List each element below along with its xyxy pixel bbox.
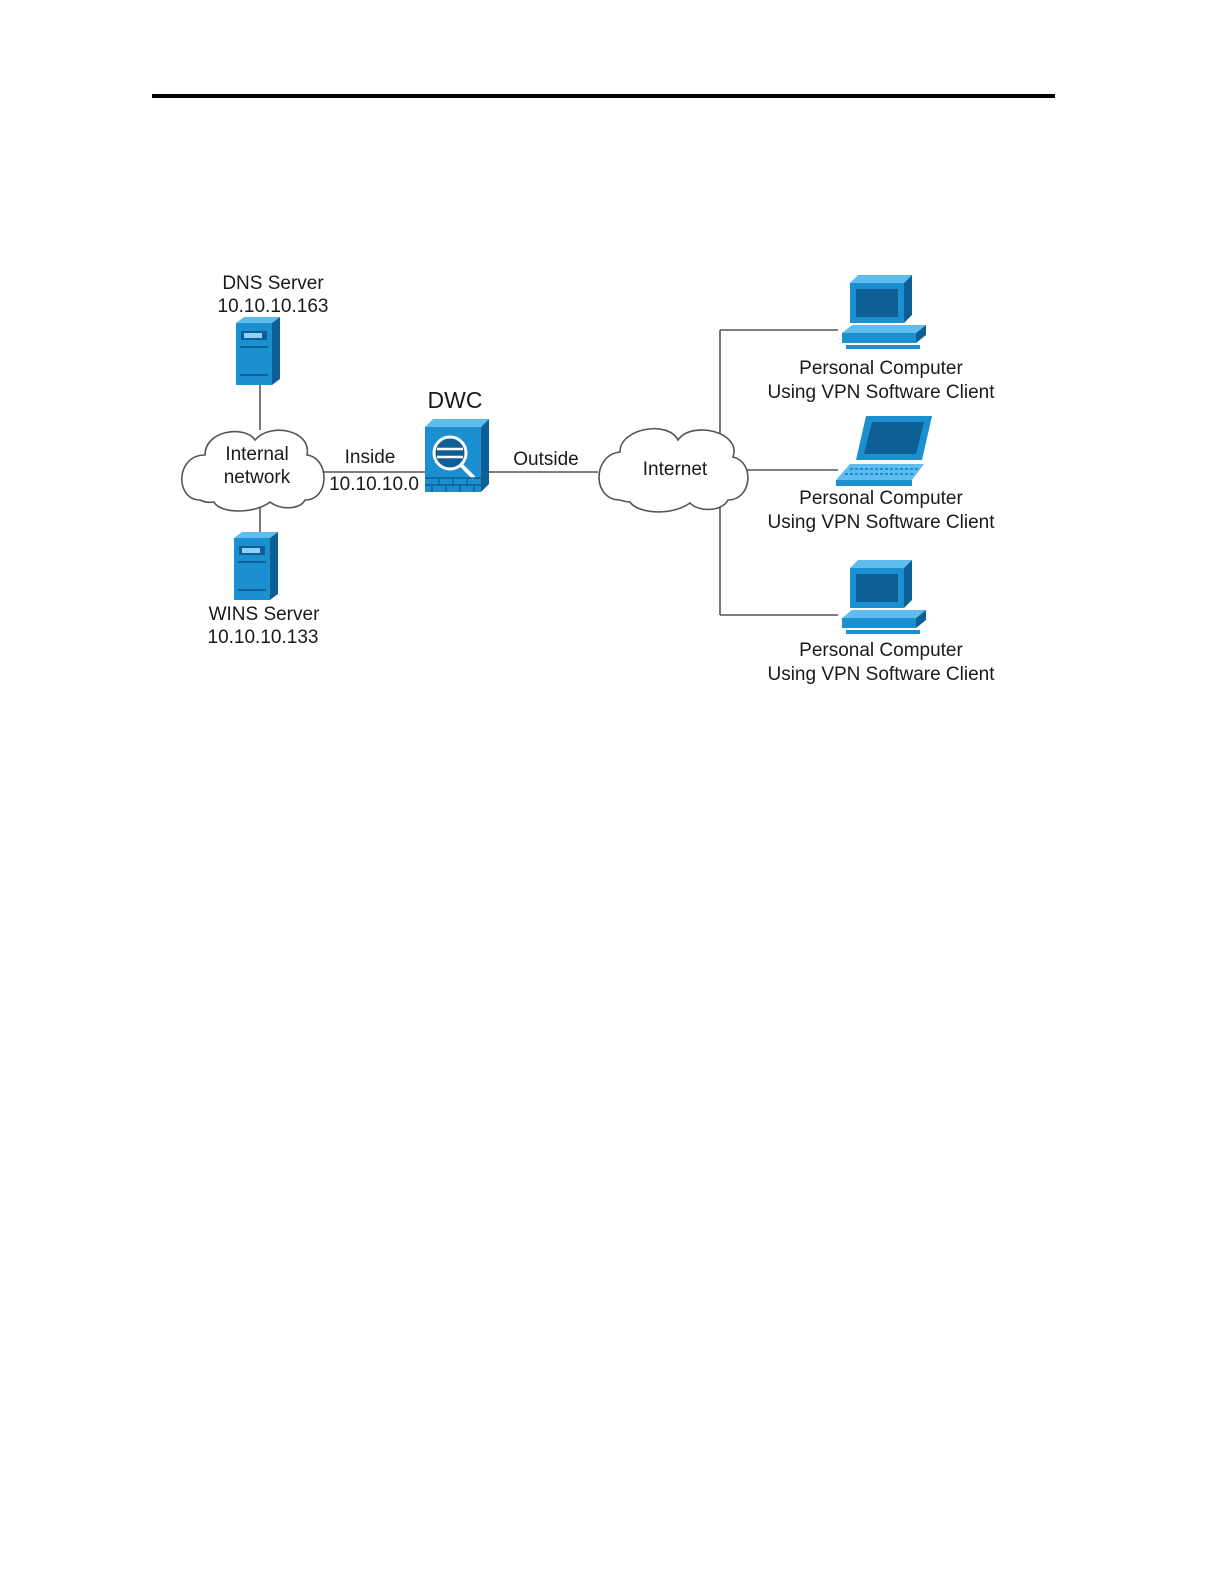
vpn-client-3: Personal Computer Using VPN Software Cli…: [767, 560, 995, 685]
vpn-client-1: Personal Computer Using VPN Software Cli…: [767, 275, 995, 403]
client-1-label-2: Using VPN Software Client: [767, 382, 995, 403]
dns-server-icon: [236, 317, 280, 385]
connection-lines: [260, 330, 838, 615]
laptop-icon: [836, 416, 932, 486]
dns-server: DNS Server 10.10.10.163: [218, 273, 329, 385]
desktop-computer-icon: [842, 275, 926, 349]
desktop-computer-icon: [842, 560, 926, 634]
internet-label: Internet: [643, 459, 708, 480]
firewall-name: DWC: [428, 387, 483, 413]
inside-link-ip: 10.10.10.0: [329, 474, 419, 495]
client-2-label-2: Using VPN Software Client: [767, 512, 995, 533]
outside-link-name: Outside: [513, 449, 578, 470]
inside-link-name: Inside: [345, 447, 396, 468]
client-1-label-1: Personal Computer: [799, 358, 963, 379]
client-3-label-2: Using VPN Software Client: [767, 664, 995, 685]
dns-server-ip: 10.10.10.163: [218, 296, 329, 317]
internal-network-cloud: Internal network: [182, 430, 324, 511]
client-2-label-1: Personal Computer: [799, 488, 963, 509]
internet-cloud: Internet: [599, 429, 748, 512]
client-3-label-1: Personal Computer: [799, 640, 963, 661]
internal-network-label-1: Internal: [225, 444, 288, 465]
internal-network-label-2: network: [224, 467, 291, 488]
firewall: DWC: [425, 387, 489, 492]
wins-server-ip: 10.10.10.133: [208, 627, 319, 648]
wins-server: WINS Server 10.10.10.133: [208, 532, 321, 648]
wins-server-name: WINS Server: [209, 604, 321, 625]
wins-server-icon: [234, 532, 278, 600]
firewall-icon: [425, 419, 489, 492]
dns-server-name: DNS Server: [222, 273, 324, 294]
vpn-client-2: Personal Computer Using VPN Software Cli…: [767, 416, 995, 533]
